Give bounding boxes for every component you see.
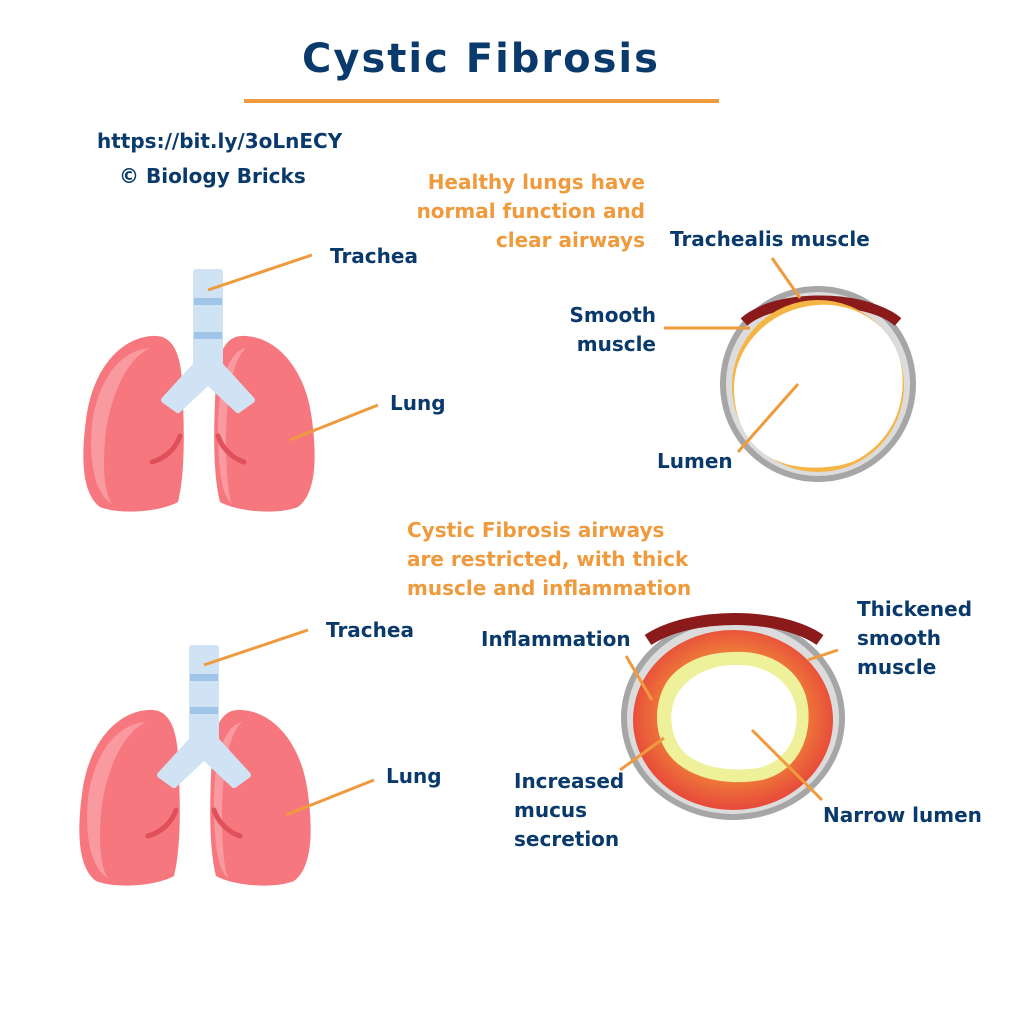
cf-right-lung (210, 709, 311, 886)
thickened-muscle-line: Thickened (857, 597, 973, 621)
healthy-trachea (161, 269, 255, 413)
cf-caption-line: are restricted, with thick (407, 547, 689, 571)
inflammation-label: Inflammation (481, 627, 631, 651)
thickened-muscle-line: muscle (857, 655, 937, 679)
mucus-label: Increased mucus secretion (514, 767, 624, 854)
healthy-trachea-label: Trachea (330, 244, 418, 268)
smooth-muscle-line: Smooth (569, 303, 656, 327)
narrow-lumen-label: Narrow lumen (823, 803, 982, 827)
healthy-lung-pointer (289, 403, 379, 442)
mucus-pointer (619, 736, 665, 772)
cf-lung-label: Lung (386, 764, 442, 788)
cf-caption-line: Cystic Fibrosis airways (407, 518, 665, 542)
thickened-muscle-pointer (807, 648, 839, 662)
cf-caption: Cystic Fibrosis airways are restricted, … (407, 516, 691, 603)
narrow-lumen-pointer (750, 728, 824, 802)
healthy-caption-line: Healthy lungs have (427, 170, 645, 194)
thickened-muscle-label: Thickened smooth muscle (857, 595, 972, 682)
thickened-muscle-line: smooth (857, 626, 942, 650)
cf-caption-line: muscle and inflammation (407, 576, 692, 600)
title-underline (244, 99, 719, 103)
healthy-caption-line: clear airways (495, 228, 645, 252)
trachealis-label: Trachealis muscle (670, 227, 870, 251)
cf-lungs-illustration (79, 645, 311, 886)
healthy-right-lung (214, 335, 315, 512)
mucus-line: Increased (514, 769, 625, 793)
healthy-lungs-illustration (83, 269, 315, 512)
healthy-caption: Healthy lungs have normal function and c… (380, 168, 645, 255)
healthy-caption-line: normal function and (416, 199, 645, 223)
mucus-line: mucus (514, 798, 588, 822)
cf-lung-pointer (285, 778, 375, 817)
cf-trachea-label: Trachea (326, 618, 414, 642)
source-url[interactable]: https://bit.ly/3oLnECY (97, 129, 343, 153)
healthy-trachea-pointer (207, 253, 313, 292)
healthy-lung-label: Lung (390, 391, 446, 415)
cf-trachea (157, 645, 251, 788)
mucus-line: secretion (514, 827, 620, 851)
lumen-label: Lumen (657, 449, 733, 473)
credit-text: © Biology Bricks (119, 164, 306, 188)
healthy-airway-cross-section (720, 286, 916, 482)
smooth-muscle-label: Smooth muscle (540, 301, 656, 359)
cf-trachea-pointer (203, 628, 309, 667)
smooth-muscle-line: muscle (576, 332, 656, 356)
page-title: Cystic Fibrosis (302, 36, 660, 82)
trachealis-pointer (770, 257, 802, 299)
lumen-pointer (736, 383, 800, 453)
inflammation-pointer (624, 655, 654, 701)
